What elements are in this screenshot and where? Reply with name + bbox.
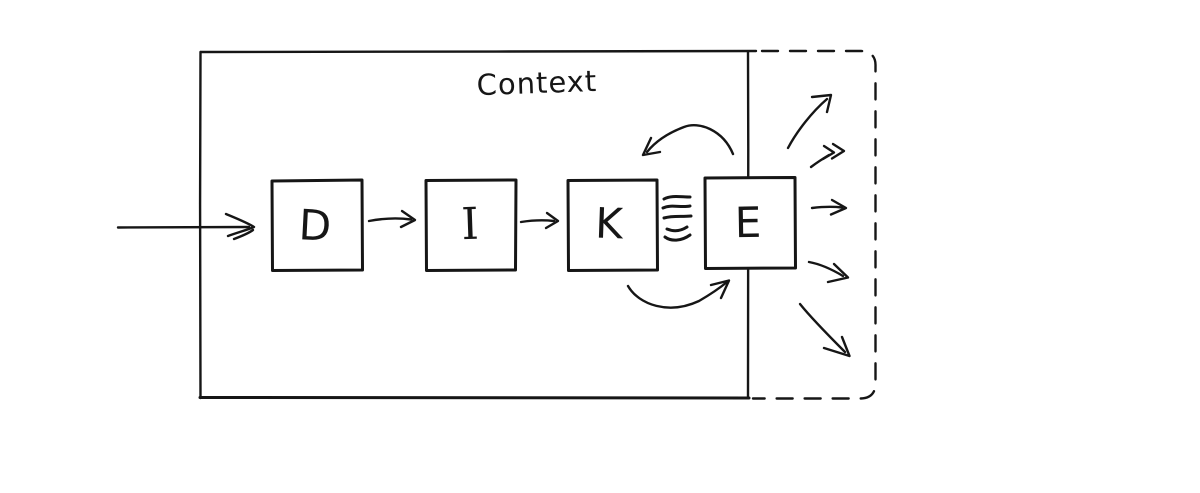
input-arrow-shaft [116,225,251,229]
arrow-i-to-k [519,211,560,230]
feedback-arrow-k-to-e [626,279,731,309]
box-k-frame [566,178,659,272]
equivalence-mark-1 [662,195,692,201]
output-arrow-2 [809,142,846,169]
equivalence-mark-5 [663,233,692,242]
box-d: D [270,178,364,272]
box-d-label: D [298,200,333,251]
output-arrow-1-shaft [786,97,829,150]
feedback-arrow-k-to-e-head [709,279,731,300]
output-arrow-3-shaft [810,205,844,210]
arrow-i-to-k-head [544,211,560,230]
context-boundary [198,49,758,400]
feedback-arrow-e-to-k-head [641,136,662,157]
box-i: I [424,178,518,272]
equivalence-marks [661,195,693,242]
arrow-d-to-i-head [399,209,417,229]
feedback-arrow-e-to-k-shaft [645,124,735,156]
output-arrow-1 [786,93,833,150]
box-k-label: K [594,199,625,249]
output-arrow-5-head [822,335,851,358]
arrow-d-to-i [367,209,417,229]
box-e: E [703,176,797,270]
output-arrow-1-head [810,93,833,114]
feedback-arrow-k-to-e-shaft [626,280,729,309]
context-label: Context [476,64,598,102]
output-arrow-4-shaft [807,260,845,278]
output-arrow-3-head [829,198,848,216]
feedback-arrow-e-to-k [641,124,735,157]
context-top-edge [199,49,758,54]
box-d-frame [270,178,364,272]
dashed-extension-boundary [751,49,877,400]
output-arrow-4-head [826,262,850,284]
box-k: K [566,178,659,272]
input-arrowhead-extra-stroke [232,228,255,241]
box-e-label: E [734,198,761,247]
output-arrow-5 [798,302,851,358]
equivalence-mark-4 [665,225,689,233]
output-arrow-5-shaft [798,302,847,354]
box-i-label: I [460,199,479,251]
arrow-i-to-k-shaft [519,219,556,224]
output-arrow-3 [810,198,848,216]
box-e-frame [703,176,797,270]
output-arrow-2-head-outer [830,142,846,160]
arrow-d-to-i-shaft [367,217,413,223]
output-arrow-4 [807,260,850,284]
output-arrows [786,93,851,358]
input-arrowhead [224,212,256,238]
box-i-frame [424,178,518,272]
context-bottom-edge [198,396,751,400]
output-arrow-2-head-inner [821,144,836,161]
input-arrow [116,212,256,241]
equivalence-mark-2 [661,204,692,210]
equivalence-mark-3 [662,214,693,220]
